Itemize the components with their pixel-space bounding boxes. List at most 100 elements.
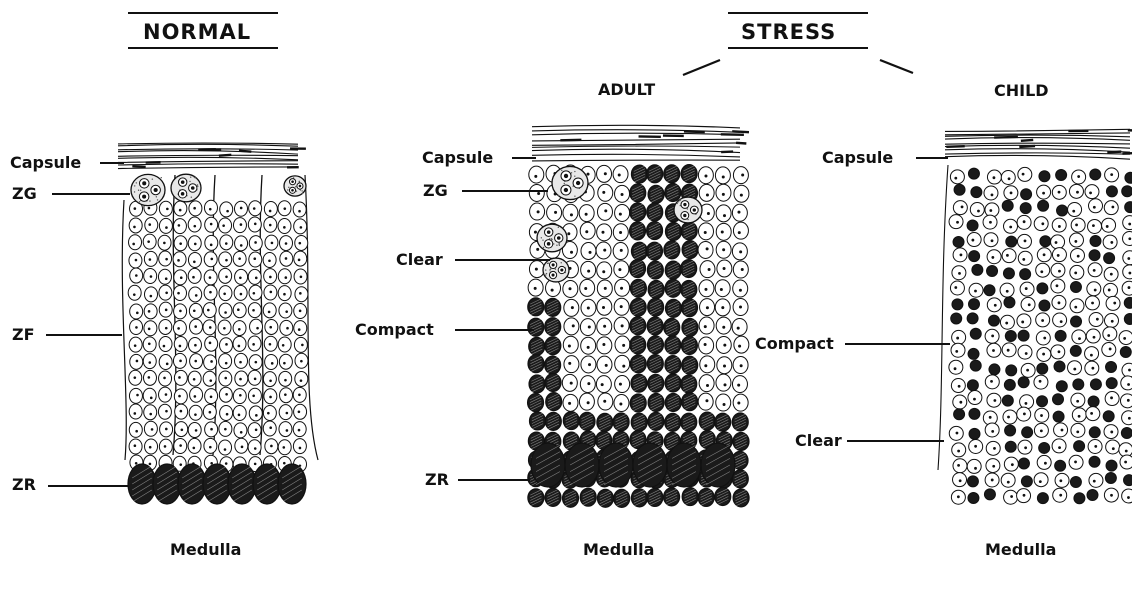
cell-nucleus — [165, 327, 168, 330]
normal-overline — [128, 12, 278, 14]
compact-cell — [1057, 205, 1068, 216]
compact-cell — [967, 476, 978, 487]
clear-cell — [173, 285, 186, 300]
compact-cell — [1105, 473, 1116, 484]
cortex-edge — [122, 200, 126, 460]
clear-cell — [143, 388, 156, 403]
cell-nucleus — [1040, 270, 1043, 273]
cell-nucleus — [619, 213, 622, 216]
cell-nucleus — [1094, 445, 1097, 448]
cell-nucleus — [283, 293, 286, 296]
compact-cell — [1090, 235, 1101, 246]
cell-nucleus — [588, 325, 591, 328]
cell-nucleus — [283, 226, 286, 229]
compact-cell — [1070, 345, 1081, 356]
capsule-fiber-line — [118, 164, 298, 165]
compact-cell — [1018, 458, 1029, 469]
compact-cell — [984, 285, 995, 296]
cell-nucleus — [148, 223, 151, 226]
cell-nucleus — [587, 346, 590, 349]
stipple-dot — [548, 263, 549, 264]
stipple-dot — [543, 247, 544, 248]
cell-nucleus — [971, 239, 974, 242]
capsule-fiber-line — [532, 154, 740, 157]
cell-nucleus — [992, 465, 995, 468]
stipple-dot — [687, 208, 688, 209]
clear-cell — [732, 318, 747, 335]
cell-nucleus — [179, 463, 182, 466]
cell-nucleus — [285, 257, 288, 260]
stipple-dot — [191, 196, 192, 197]
cell-nucleus — [1005, 322, 1008, 325]
compact-cell — [953, 236, 964, 247]
stipple-dot — [134, 191, 135, 192]
cell-nucleus — [1074, 306, 1077, 309]
cell-nucleus — [723, 214, 726, 217]
cell-nucleus — [991, 430, 994, 433]
cell-nucleus — [589, 251, 592, 254]
cell-nucleus — [133, 226, 136, 229]
cell-nucleus — [298, 429, 301, 432]
cell-nucleus — [723, 267, 726, 270]
normal-underline — [128, 47, 278, 49]
cell-nucleus — [994, 304, 997, 307]
compact-cell — [1070, 281, 1081, 292]
clear-cell — [173, 252, 186, 267]
stipple-dot — [152, 178, 153, 179]
clear-cell — [967, 459, 981, 473]
cell-nucleus — [224, 377, 227, 380]
cell-nucleus — [587, 270, 590, 273]
stress-heading: STRESS — [741, 22, 836, 43]
cell-nucleus — [1096, 318, 1099, 321]
stipple-dot — [194, 177, 195, 178]
cell-nucleus — [226, 413, 229, 416]
clear-cell — [1106, 440, 1120, 454]
cell-nucleus — [270, 291, 273, 294]
cell-nucleus — [721, 306, 724, 309]
compact-cell — [1053, 394, 1064, 405]
cell-nucleus — [238, 328, 241, 331]
cell-nucleus — [165, 292, 168, 295]
cell-nucleus — [738, 345, 741, 348]
cell-nucleus — [240, 293, 243, 296]
cell-nucleus — [1107, 334, 1110, 337]
clear-cell — [234, 423, 247, 438]
compact-cell — [967, 313, 978, 324]
compact-cell — [1055, 330, 1066, 341]
cell-nucleus — [1078, 337, 1081, 340]
clear-cell — [581, 337, 596, 354]
clear-cell — [1085, 347, 1099, 361]
clear-cell — [985, 423, 999, 437]
cell-nucleus — [300, 226, 303, 229]
cell-nucleus — [252, 343, 255, 346]
cell-nucleus — [238, 414, 241, 417]
capsule-fiber-line — [532, 130, 740, 133]
cell-nucleus — [704, 364, 707, 367]
cell-nucleus — [178, 376, 181, 379]
compact-cell — [1106, 361, 1117, 372]
clear-cell — [698, 393, 713, 410]
clear-cell — [219, 218, 232, 233]
adult-heading: ADULT — [598, 82, 655, 98]
cell-nucleus — [740, 364, 743, 367]
compact-cell — [967, 220, 978, 231]
cell-nucleus — [177, 292, 180, 295]
clear-cell — [733, 222, 748, 239]
cell-nucleus — [299, 447, 302, 450]
cell-nucleus — [298, 393, 301, 396]
cell-nucleus — [240, 431, 243, 434]
cell-nucleus — [602, 343, 605, 346]
clear-cell — [188, 438, 201, 453]
cell-nucleus — [254, 223, 257, 226]
stipple-dot — [140, 190, 141, 191]
compact-cell — [968, 168, 979, 179]
capsule-fiber-line — [118, 151, 298, 155]
child-medulla-label: Medulla — [985, 542, 1056, 558]
compact-cell — [1022, 427, 1033, 438]
cell-nucleus — [179, 345, 182, 348]
cell-nucleus — [706, 384, 709, 387]
cell-nucleus — [958, 385, 961, 388]
cell-nucleus — [240, 244, 243, 247]
cell-nucleus — [956, 337, 959, 340]
clear-cell — [1123, 251, 1132, 265]
